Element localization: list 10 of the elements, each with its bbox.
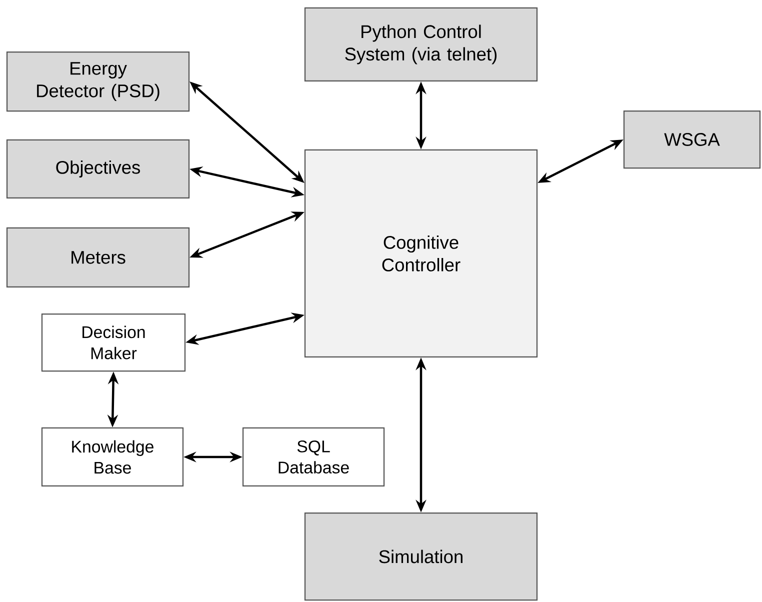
process-box: Simulation [304, 512, 538, 601]
process-box: Cognitive Controller [304, 149, 538, 358]
process-box: Objectives [6, 139, 190, 199]
process-box: SQL Database [242, 427, 385, 487]
process-box: Python Control System (via telnet) [304, 7, 538, 82]
process-box: Meters [6, 227, 190, 288]
process-box: Knowledge Base [41, 427, 184, 487]
process-box: Energy Detector (PSD) [6, 51, 190, 112]
process-box: WSGA [623, 110, 761, 169]
process-box: Decision Maker [41, 313, 186, 372]
